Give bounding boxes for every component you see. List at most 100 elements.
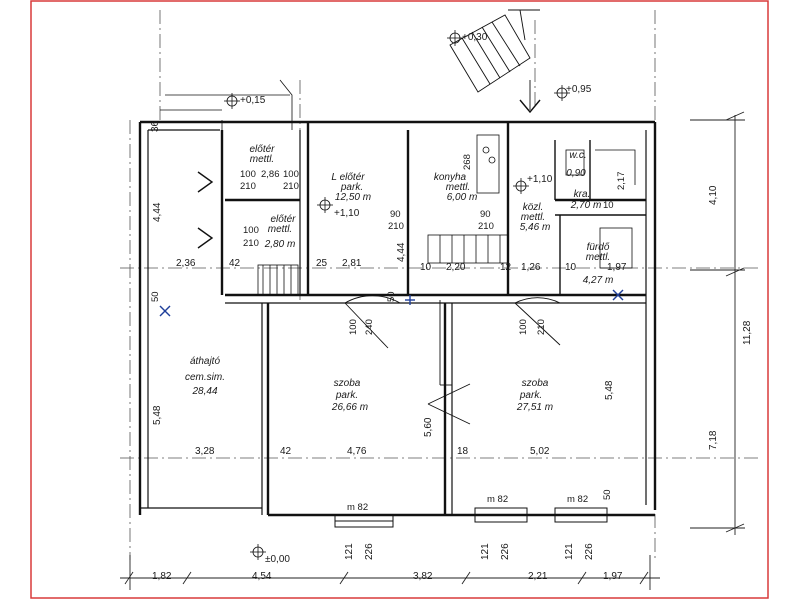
dimension-label: 12: [500, 262, 512, 273]
room-eloter-main-area: 12,50 m: [335, 192, 371, 203]
level-markers: [224, 30, 570, 560]
kitchen-fixtures: [476, 134, 636, 269]
dimension-label: 4,44: [396, 242, 407, 262]
dimension-label: 18: [457, 446, 469, 457]
room-eloter-lower-floor: mettl.: [268, 224, 292, 235]
parapet-label: 121: [480, 543, 491, 560]
opening-label: 100: [283, 169, 299, 180]
room-furdo-floor: mettl.: [586, 252, 610, 263]
room-konyha-name: konyha: [434, 172, 467, 183]
level-labels: +0,30 +0,15 +0,95 +1,10 +1,10 ±0,00: [240, 32, 592, 565]
bottom-dimension: 3,82: [413, 571, 433, 582]
room-eloter-upper-name: előtér: [249, 144, 275, 155]
dimension-label: 4,10: [708, 185, 719, 205]
room-eloter-lower-area: 2,80 m: [264, 239, 296, 250]
opening-label: 210: [243, 238, 259, 249]
room-wc-name: w.c.: [569, 150, 586, 161]
window-label: m 82: [347, 502, 368, 513]
room-kra-name: kra.: [574, 189, 591, 200]
parapet-label: 121: [564, 543, 575, 560]
dimension-label: 5,48: [604, 380, 615, 400]
opening-labels: 100 210 2,86 100 210 100 210 90 210 90 2…: [150, 154, 627, 513]
page-border: [30, 0, 769, 599]
opening-label: 210: [478, 221, 494, 232]
windows: [334, 507, 608, 528]
walls: [138, 120, 657, 517]
opening-label: 100: [243, 225, 259, 236]
room-furdo-area: 4,27 m: [583, 275, 614, 286]
room-kozl-name: közl.: [523, 202, 544, 213]
opening-label: 210: [536, 319, 547, 335]
opening-label: 2,86: [261, 169, 280, 180]
room-labels: előtér mettl. L előtér park. 12,50 m elő…: [185, 144, 613, 413]
dimension-label: 3,28: [195, 446, 215, 457]
opening-label: 100: [240, 169, 256, 180]
room-furdo-name: fürdő: [587, 242, 610, 253]
blue-markers: [159, 289, 624, 317]
level-label: +1,10: [527, 174, 553, 185]
room-eloter-main-name: L előtér: [331, 172, 365, 183]
room-eloter-main-floor: park.: [340, 182, 363, 193]
room-athajto-name: áthajtó: [190, 356, 220, 367]
level-label: +0,30: [462, 32, 488, 43]
opening-label: 210: [388, 221, 404, 232]
room-szoba1-area: 26,66 m: [331, 402, 368, 413]
opening-label: 210: [283, 181, 299, 192]
doors: [344, 295, 561, 425]
dimension-label: 10: [420, 262, 432, 273]
bottom-dimension: 4,54: [252, 571, 272, 582]
window-label: m 82: [567, 494, 588, 505]
bottom-dimension: 2,21: [528, 571, 548, 582]
window-label: m 82: [487, 494, 508, 505]
bottom-dimension: 1,82: [152, 571, 172, 582]
stairs: [257, 234, 509, 296]
dimension-label: 42: [280, 446, 292, 457]
dimension-label: 36: [150, 120, 161, 132]
room-kozl-floor: mettl.: [521, 212, 545, 223]
dimension-label: 5,02: [530, 446, 550, 457]
dimension-label: 2,36: [176, 258, 196, 269]
opening-label: 10: [603, 200, 614, 211]
room-konyha-floor: mettl.: [446, 182, 470, 193]
opening-label: 90: [390, 209, 401, 220]
dimension-label: 1,97: [607, 262, 627, 273]
entry-arrows: [197, 171, 214, 249]
entry-stair: [449, 9, 541, 114]
dimension-labels: 2,36 42 25 2,81 4,44 4,44 10 2,20 12 1,2…: [150, 120, 753, 582]
dimension-label: 2,20: [446, 262, 466, 273]
dimension-label: 5,60: [423, 417, 434, 437]
parapet-label: 226: [364, 543, 375, 560]
room-kozl-area: 5,46 m: [520, 222, 551, 233]
room-athajto-floor: cem.sim.: [185, 372, 225, 383]
level-label: ±0,00: [265, 554, 290, 565]
dimension-label: 10: [565, 262, 577, 273]
room-szoba2-name: szoba: [522, 378, 549, 389]
grid-lines: [120, 10, 760, 560]
bottom-dimension: 1,97: [603, 571, 623, 582]
room-szoba2-floor: park.: [519, 390, 542, 401]
opening-label: 90: [480, 209, 491, 220]
room-szoba1-name: szoba: [334, 378, 361, 389]
canopy: [160, 79, 293, 130]
dimension-label: 4,44: [152, 202, 163, 222]
level-label: +0,15: [240, 95, 266, 106]
opening-label: 100: [348, 319, 359, 335]
right-dimension-line: [690, 111, 745, 535]
dimension-label: 11,28: [742, 320, 753, 345]
opening-label: 50: [150, 291, 161, 302]
room-eloter-lower-name: előtér: [270, 214, 296, 225]
parapet-label: 226: [500, 543, 511, 560]
opening-label: 50: [602, 489, 613, 500]
dimension-label: 42: [229, 258, 241, 269]
room-eloter-upper-floor: mettl.: [250, 154, 274, 165]
opening-label: 240: [364, 319, 375, 335]
dimension-label: 7,18: [708, 430, 719, 450]
opening-label: 2,17: [616, 172, 627, 191]
dimension-label: 2,81: [342, 258, 362, 269]
opening-label: 210: [240, 181, 256, 192]
room-athajto-area: 28,44: [191, 386, 217, 397]
parapet-label: 121: [344, 543, 355, 560]
room-wc-area: 0,90: [566, 168, 586, 179]
opening-label: 268: [462, 154, 473, 170]
